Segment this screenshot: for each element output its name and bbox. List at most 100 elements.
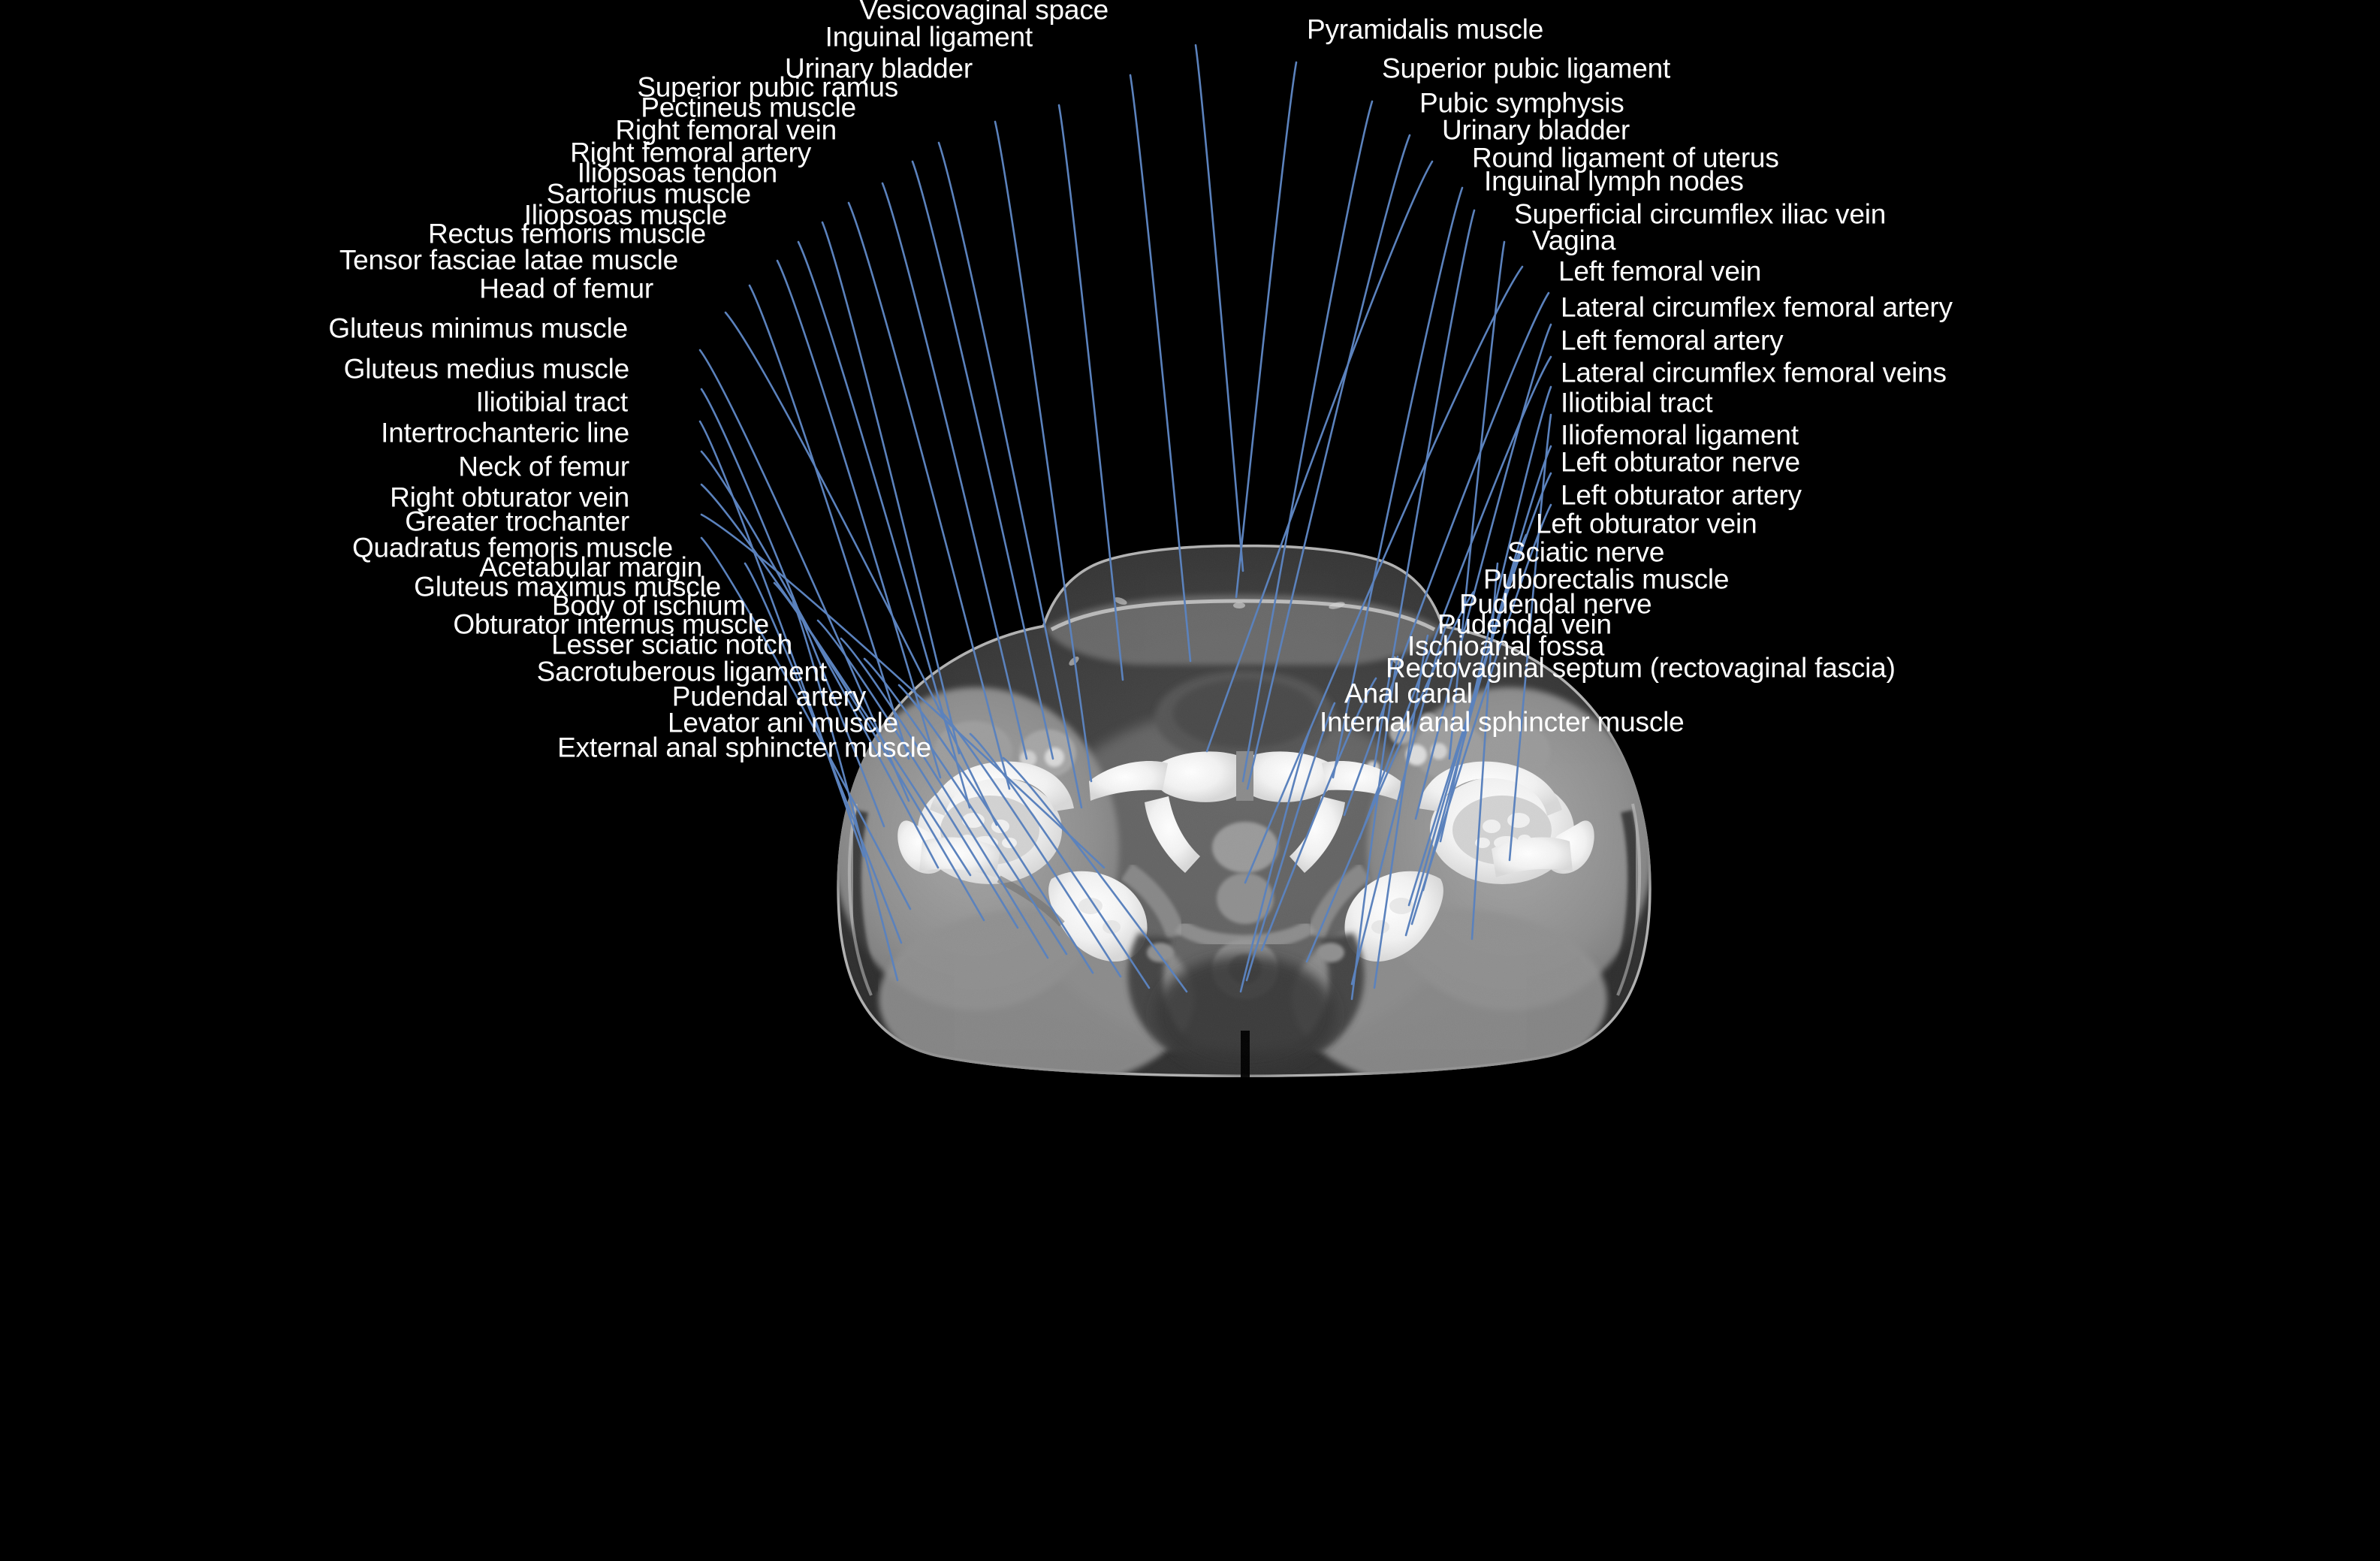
leader-line-right-femoral-vein [911, 160, 1054, 760]
annotation-label-iliopsoas-muscle: Iliopsoas muscle [523, 199, 728, 231]
annotation-label-rectovaginal-septum-rectovaginal-fascia: Rectovaginal septum (rectovaginal fascia… [1386, 652, 1896, 684]
leader-line-internal-anal-sphincter-muscle [1239, 729, 1311, 993]
leader-line-anal-canal [1245, 702, 1336, 982]
leader-line-puborectalis-muscle [1305, 590, 1475, 963]
annotation-label-anal-canal: Anal canal [1344, 678, 1473, 709]
leader-line-rectovaginal-septum-rectovaginal-fascia [1260, 677, 1377, 952]
leader-line-quadratus-femoris-muscle [744, 562, 903, 944]
annotation-label-pudendal-artery: Pudendal artery [671, 681, 866, 712]
leader-line-intertrochanteric-line [700, 450, 940, 869]
annotation-label-body-of-ischium: Body of ischium [551, 590, 746, 621]
annotation-label-right-obturator-vein: Right obturator vein [390, 482, 629, 513]
leader-line-left-obturator-vein [1404, 533, 1528, 937]
annotation-label-pudendal-nerve: Pudendal nerve [1459, 588, 1652, 620]
annotation-label-vesicovaginal-space: Vesicovaginal space [859, 0, 1109, 26]
leader-line-external-anal-sphincter-muscle [1002, 756, 1188, 993]
leader-line-vesicovaginal-space [1194, 44, 1244, 572]
leader-line-ischioanal-fossa [1350, 655, 1399, 1001]
annotation-label-sartorius-muscle: Sartorius muscle [546, 178, 752, 210]
annotation-label-left-femoral-vein: Left femoral vein [1558, 255, 1762, 287]
annotation-label-rectus-femoris-muscle: Rectus femoris muscle [427, 218, 706, 249]
annotation-label-urinary-bladder: Urinary bladder [1442, 114, 1630, 146]
annotation-label-left-obturator-vein: Left obturator vein [1536, 508, 1757, 539]
leader-line-right-obturator-vein [700, 513, 1106, 869]
leader-line-tensor-fasciae-latae-muscle [748, 284, 910, 760]
annotation-label-pectineus-muscle: Pectineus muscle [641, 92, 856, 123]
annotation-label-superficial-circumflex-iliac-vein: Superficial circumflex iliac vein [1514, 198, 1887, 230]
leader-line-inguinal-lymph-nodes [1373, 209, 1476, 768]
annotation-label-left-obturator-nerve: Left obturator nerve [1561, 446, 1800, 478]
annotation-label-superior-pubic-ligament: Superior pubic ligament [1382, 53, 1671, 84]
leader-line-lateral-circumflex-femoral-artery [1414, 323, 1552, 820]
annotation-label-levator-ani-muscle: Levator ani muscle [668, 707, 898, 738]
leader-line-pectineus-muscle [937, 141, 1083, 809]
annotation-label-iliotibial-tract: Iliotibial tract [1561, 387, 1713, 418]
leader-line-gluteus-maximus-muscle [792, 600, 899, 982]
annotation-label-pyramidalis-muscle: Pyramidalis muscle [1307, 14, 1544, 45]
leader-line-head-of-femur [724, 311, 998, 826]
leader-line-obturator-internus-muscle [840, 637, 1049, 959]
leader-line-left-femoral-vein [1343, 291, 1550, 817]
leader-line-pudendal-artery [937, 707, 1122, 978]
annotation-label-quadratus-femoris-muscle: Quadratus femoris muscle [351, 532, 673, 563]
leader-line-right-femoral-artery [881, 182, 1028, 760]
annotation-label-lesser-sciatic-notch: Lesser sciatic notch [551, 629, 792, 660]
leader-line-iliopsoas-tendon [847, 201, 1011, 790]
leader-line-superior-pubic-ligament [1241, 100, 1374, 783]
annotation-label-lateral-circumflex-femoral-artery: Lateral circumflex femoral artery [1561, 291, 1953, 323]
annotation-label-left-femoral-artery: Left femoral artery [1561, 325, 1784, 356]
annotation-label-iliofemoral-ligament: Iliofemoral ligament [1561, 419, 1799, 451]
leader-line-body-of-ischium [816, 619, 1019, 929]
annotation-label-inguinal-ligament: Inguinal ligament [825, 21, 1033, 53]
annotation-label-gluteus-maximus-muscle: Gluteus maximus muscle [414, 571, 721, 602]
annotation-label-acetabular-margin: Acetabular margin [479, 551, 702, 583]
annotation-label-left-obturator-artery: Left obturator artery [1561, 479, 1802, 511]
annotation-label-obturator-internus-muscle: Obturator internus muscle [453, 608, 769, 640]
annotation-label-right-femoral-artery: Right femoral artery [570, 137, 811, 168]
annotation-label-pudendal-vein: Pudendal vein [1437, 608, 1612, 640]
annotation-label-round-ligament-of-uterus: Round ligament of uterus [1472, 142, 1779, 174]
leader-line-gluteus-medius-muscle [700, 388, 885, 828]
leader-line-greater-trochanter [700, 536, 912, 910]
leader-line-left-obturator-nerve [1407, 472, 1552, 907]
annotation-label-superior-pubic-ramus: Superior pubic ramus [637, 71, 898, 103]
leader-line-round-ligament-of-uterus [1332, 186, 1464, 779]
annotation-label-gluteus-medius-muscle: Gluteus medius muscle [343, 353, 630, 385]
annotation-label-gluteus-minimus-muscle: Gluteus minimus muscle [328, 313, 628, 344]
leader-line-gluteus-minimus-muscle [698, 349, 910, 802]
annotation-label-inguinal-lymph-nodes: Inguinal lymph nodes [1484, 165, 1744, 197]
annotation-label-urinary-bladder: Urinary bladder [785, 53, 973, 84]
leader-line-lesser-sciatic-notch [863, 657, 1068, 956]
annotation-label-intertrochanteric-line: Intertrochanteric line [381, 417, 629, 448]
leader-line-iliofemoral-ligament [1422, 445, 1552, 892]
annotation-label-puborectalis-muscle: Puborectalis muscle [1483, 563, 1730, 595]
leader-line-urinary-bladder [1057, 104, 1124, 681]
leader-line-pudendal-nerve [1350, 614, 1451, 986]
leader-line-pudendal-vein [1373, 634, 1429, 989]
annotation-label-tensor-fasciae-latae-muscle: Tensor fasciae latae muscle [339, 244, 678, 276]
annotation-label-vagina: Vagina [1532, 225, 1616, 256]
leader-line-sacrotuberous-ligament [897, 684, 1094, 974]
annotation-label-internal-anal-sphincter-muscle: Internal anal sphincter muscle [1320, 706, 1685, 738]
annotation-label-external-anal-sphincter-muscle: External anal sphincter muscle [557, 732, 931, 763]
leader-line-urinary-bladder [1205, 160, 1434, 753]
annotation-label-pubic-symphysis: Pubic symphysis [1419, 87, 1624, 119]
leader-line-pubic-symphysis [1246, 134, 1411, 790]
leader-line-rectus-femoris-muscle [776, 259, 942, 779]
leader-line-left-femoral-artery [1358, 355, 1552, 841]
leader-line-inguinal-ligament [1129, 74, 1192, 663]
leader-line-left-obturator-artery [1410, 503, 1552, 925]
leader-line-superior-pubic-ramus [994, 120, 1093, 783]
leader-line-levator-ani-muscle [969, 732, 1151, 989]
leader-line-pyramidalis-muscle [1235, 61, 1298, 599]
annotation-label-head-of-femur: Head of femur [479, 273, 653, 304]
leader-line-iliopsoas-muscle [797, 240, 971, 809]
leader-line-sartorius-muscle [821, 221, 961, 755]
leader-line-sciatic-nerve [1471, 562, 1499, 941]
leader-line-superficial-circumflex-iliac-vein [1448, 240, 1506, 760]
annotation-label-sacrotuberous-ligament: Sacrotuberous ligament [536, 656, 828, 687]
leader-line-acetabular-margin [773, 581, 985, 922]
annotation-label-iliopsoas-tendon: Iliopsoas tendon [577, 157, 777, 189]
